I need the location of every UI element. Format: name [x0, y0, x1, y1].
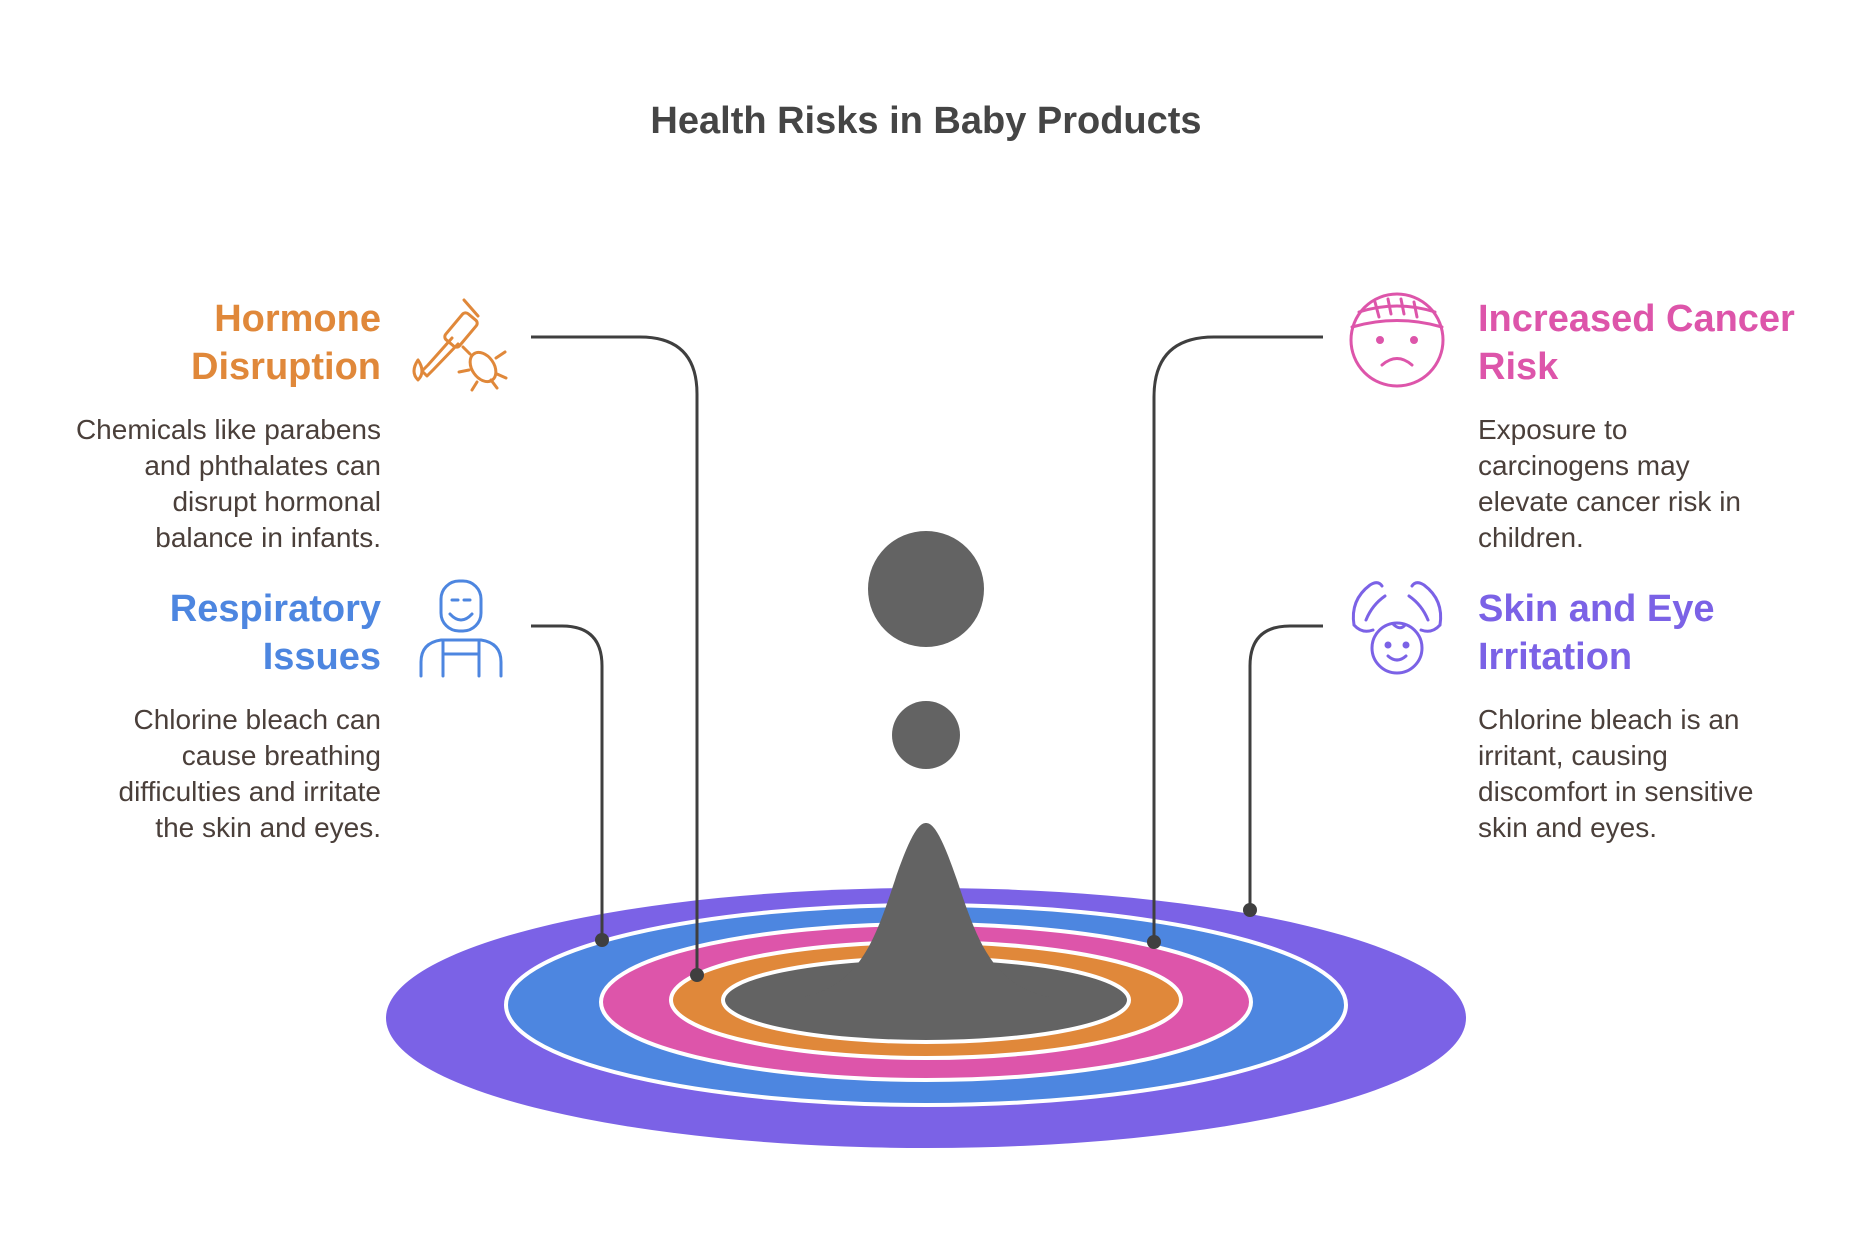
desc-respiratory-line: the skin and eyes.	[155, 812, 381, 843]
heading-hormone: Hormone Disruption	[191, 295, 381, 391]
heading-respiratory-line: Respiratory	[169, 588, 381, 630]
desc-cancer-line: children.	[1478, 522, 1584, 553]
connector-respiratory	[531, 624, 604, 940]
desc-respiratory-line: Chlorine bleach can	[133, 704, 382, 735]
heading-skin-eye: Skin and Eye Irritation	[1478, 585, 1715, 681]
desc-skin-eye-line: Chlorine bleach is an	[1478, 704, 1740, 735]
heading-cancer-line: Risk	[1478, 346, 1559, 388]
desc-skin-eye-line: irritant, causing	[1478, 740, 1668, 771]
desc-cancer-line: elevate cancer risk in	[1478, 486, 1742, 517]
heading-respiratory: Respiratory Issues	[170, 585, 381, 681]
desc-respiratory-line: difficulties and irritate	[118, 776, 382, 807]
connector-dot-respiratory	[595, 933, 609, 947]
desc-hormone-line: and phthalates can	[144, 450, 381, 481]
connector-dot-skin-eye	[1243, 903, 1257, 917]
heading-cancer-line: Increased Cancer	[1478, 298, 1795, 340]
drop-large	[868, 531, 984, 647]
baby-face-hands-icon	[1351, 581, 1443, 675]
person-apron-icon	[419, 579, 503, 678]
desc-hormone-line: balance in infants.	[155, 522, 381, 553]
connector-dot-hormone	[690, 968, 704, 982]
desc-cancer-line: carcinogens may	[1478, 450, 1690, 481]
desc-skin-eye: Chlorine bleach is an irritant, causing …	[1478, 702, 1753, 846]
desc-hormone: Chemicals like parabens and phthalates c…	[76, 412, 381, 556]
sad-face-headband-icon	[1349, 292, 1445, 388]
desc-hormone-line: disrupt hormonal	[172, 486, 381, 517]
desc-hormone-line: Chemicals like parabens	[75, 414, 381, 445]
desc-respiratory: Chlorine bleach can cause breathing diff…	[119, 702, 382, 846]
connector-hormone	[531, 335, 699, 975]
heading-hormone-line: Disruption	[191, 346, 381, 388]
desc-skin-eye-line: skin and eyes.	[1478, 812, 1657, 843]
desc-cancer: Exposure to carcinogens may elevate canc…	[1478, 412, 1741, 556]
heading-skin-eye-line: Irritation	[1478, 636, 1633, 678]
connector-dot-cancer	[1147, 935, 1161, 949]
drop-small	[892, 701, 960, 769]
connector-skin-eye	[1248, 624, 1323, 910]
connector-cancer	[1152, 335, 1323, 942]
heading-cancer: Increased Cancer Risk	[1478, 295, 1795, 391]
page-title: Health Risks in Baby Products	[650, 100, 1202, 142]
heading-respiratory-line: Issues	[262, 636, 381, 678]
desc-cancer-line: Exposure to	[1478, 414, 1628, 445]
dropper-bug-icon	[412, 298, 508, 392]
desc-respiratory-line: cause breathing	[181, 740, 381, 771]
heading-skin-eye-line: Skin and Eye	[1478, 588, 1715, 630]
heading-hormone-line: Hormone	[214, 298, 381, 340]
splash-peak	[803, 823, 1049, 997]
desc-skin-eye-line: discomfort in sensitive	[1478, 776, 1754, 807]
